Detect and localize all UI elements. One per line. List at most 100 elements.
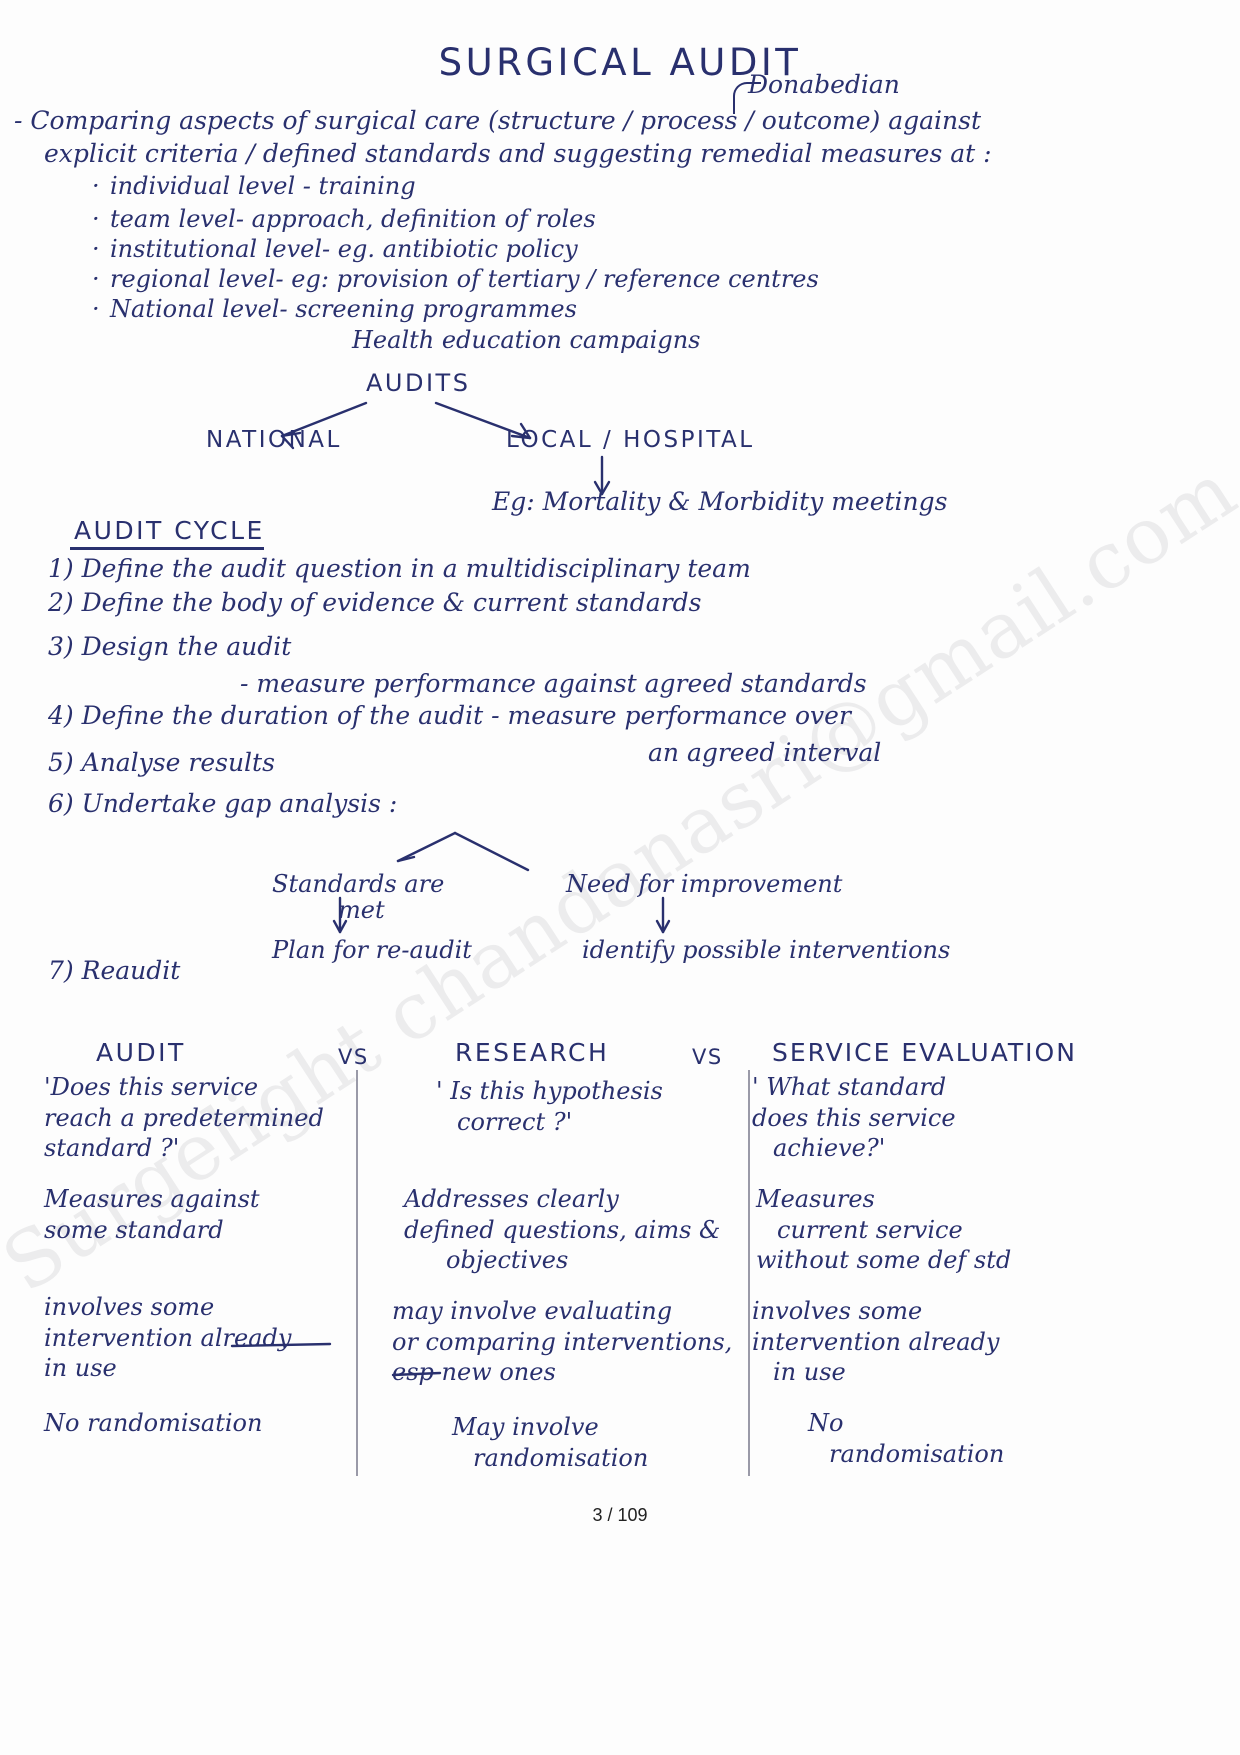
cell-line: defined questions, aims & <box>404 1215 721 1244</box>
audit-cycle-step-6: 6) Undertake gap analysis : <box>48 789 398 818</box>
comparison-column-divider-2 <box>748 1070 750 1476</box>
cell-line: randomisation <box>829 1439 1005 1468</box>
gap-left-label-line2: met <box>338 896 385 924</box>
cell-line: achieve?' <box>773 1134 886 1163</box>
cell-line: randomisation <box>473 1443 649 1472</box>
cell-line: standard ?' <box>44 1134 180 1163</box>
audit-cycle-step-4-sub: an agreed interval <box>648 738 882 767</box>
audit-cycle-heading-underline <box>70 547 264 550</box>
cell-line: does this service <box>752 1103 956 1132</box>
gap-left-label-line1: Standards are <box>272 870 445 898</box>
step-number: 5) <box>48 748 74 777</box>
level-item-label: regional level- eg: provision of tertiar… <box>110 265 819 293</box>
step-number: 4) <box>48 701 74 730</box>
level-item-individual: · individual level - training <box>92 172 416 200</box>
gap-branch-right <box>453 831 530 872</box>
cell-line: Addresses clearly <box>404 1185 619 1213</box>
level-item-label: institutional level- eg. antibiotic poli… <box>110 235 578 263</box>
audit-cycle-heading: AUDIT CYCLE <box>74 516 265 545</box>
cell-line: correct ?' <box>457 1107 573 1136</box>
cell-line: Measures against <box>44 1185 260 1213</box>
audit-cycle-step-5: 5) Analyse results <box>48 748 275 777</box>
level-item-institutional: · institutional level- eg. antibiotic pol… <box>92 235 578 263</box>
cell-line: esp new ones <box>392 1358 556 1387</box>
comparison-header-research: RESEARCH <box>455 1038 610 1067</box>
comparison-header-audit: AUDIT <box>96 1038 186 1067</box>
bullet-icon: · <box>92 235 100 263</box>
audit-cycle-step-4: 4) Define the duration of the audit - me… <box>48 701 851 730</box>
cell-line: May involve <box>452 1413 599 1441</box>
cell-line: or comparing interventions, <box>392 1327 733 1356</box>
step-text: Define the body of evidence & current st… <box>81 588 702 617</box>
step-number: 1) <box>48 554 74 583</box>
gap-branch-left <box>396 831 457 863</box>
audit-cycle-step-1: 1) Define the audit question in a multid… <box>48 554 751 583</box>
cell-line: ' What standard <box>752 1073 947 1101</box>
annotation-hook-icon <box>733 82 761 114</box>
comparison-header-service-evaluation: SERVICE EVALUATION <box>772 1038 1077 1067</box>
audits-tree-national: NATIONAL <box>206 427 342 453</box>
cell-line: objectives <box>446 1246 569 1275</box>
cell-line: in use <box>773 1358 846 1387</box>
comparison-separator-1: VS <box>338 1045 369 1069</box>
step-text: Define the audit question in a multidisc… <box>81 554 751 583</box>
page-title: SURGICAL AUDIT <box>438 41 802 84</box>
comparison-separator-2: VS <box>692 1045 723 1069</box>
audit-cycle-step-2: 2) Define the body of evidence & current… <box>48 588 702 617</box>
page-number: 3 / 109 <box>592 1505 648 1525</box>
cell-line: reach a predetermined <box>44 1103 324 1132</box>
audits-tree-root: AUDITS <box>366 369 471 397</box>
cell-line: intervention already <box>752 1327 1000 1356</box>
comparison-cell-audit-randomisation: No randomisation <box>44 1409 263 1437</box>
donabedian-annotation: Donabedian <box>748 70 900 99</box>
level-item-regional: · regional level- eg: provision of tertia… <box>92 265 819 293</box>
gap-left-outcome: Plan for re-audit <box>272 936 472 964</box>
bullet-icon: · <box>92 205 100 233</box>
bullet-icon: · <box>92 295 100 323</box>
cell-line: some standard <box>44 1215 224 1244</box>
step-text: Analyse results <box>81 748 275 777</box>
bullet-icon: · <box>92 265 100 293</box>
cell-line: 'Does this service <box>44 1073 259 1101</box>
comparison-column-divider-1 <box>356 1070 358 1476</box>
audit-cycle-step-3-sub: - measure performance against agreed sta… <box>240 669 867 698</box>
cell-line: current service <box>777 1215 963 1244</box>
cell-line: without some def std <box>756 1246 1012 1275</box>
audits-tree-local-hospital: LOCAL / HOSPITAL <box>506 427 755 453</box>
step-number: 6) <box>48 789 74 818</box>
gap-right-outcome: identify possible interventions <box>582 936 951 964</box>
step-text: Reaudit <box>81 956 181 985</box>
audits-tree-example: Eg: Mortality & Morbidity meetings <box>492 487 948 516</box>
intro-line-1: - Comparing aspects of surgical care (st… <box>14 106 982 135</box>
step-text: Design the audit <box>81 632 292 661</box>
cell-line: may involve evaluating <box>392 1297 673 1325</box>
bullet-icon: · <box>92 172 100 200</box>
cell-line: Measures <box>756 1185 875 1213</box>
audit-cycle-step-3: 3) Design the audit <box>48 632 292 661</box>
level-item-national: · National level- screening programmes <box>92 295 577 323</box>
cell-line: involves some <box>752 1297 923 1325</box>
step-number: 3) <box>48 632 74 661</box>
level-item-label: National level- screening programmes <box>110 295 577 323</box>
intro-line-2: explicit criteria / defined standards an… <box>44 139 992 168</box>
cell-line: No <box>808 1409 844 1437</box>
cell-line: involves some <box>44 1293 215 1321</box>
gap-right-label: Need for improvement <box>566 870 843 898</box>
audit-cycle-step-7: 7) Reaudit <box>48 956 181 985</box>
step-number: 2) <box>48 588 74 617</box>
step-text: Undertake gap analysis : <box>81 789 398 818</box>
cell-line: ' Is this hypothesis <box>436 1077 663 1105</box>
cell-line: in use <box>44 1354 117 1383</box>
level-item-label: individual level - training <box>110 172 416 200</box>
